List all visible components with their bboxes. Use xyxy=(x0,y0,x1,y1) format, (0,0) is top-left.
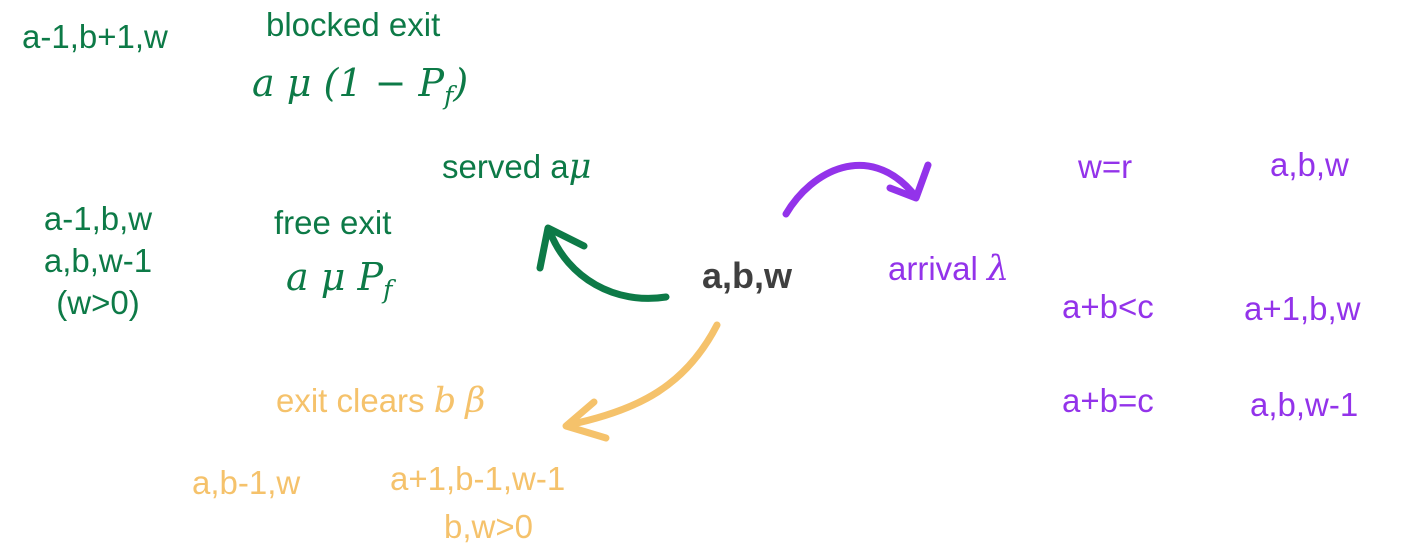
free-exit-label: free exit xyxy=(274,204,392,241)
blocked-exit-rate: a μ (1 − Pf) xyxy=(252,61,469,110)
free-exit-state-2: a,b,w-1 xyxy=(43,241,153,279)
blocked-exit-label: blocked exit xyxy=(266,6,441,43)
free-exit-state-1: a-1,b,w xyxy=(43,200,153,237)
center-state: a,b,w xyxy=(702,255,793,296)
arrival-case-2-result: a+1,b,w xyxy=(1244,290,1361,327)
served-arrowhead xyxy=(536,224,588,272)
free-exit-rate: a μ Pf xyxy=(286,255,393,304)
arrival-case-2-condition: a+b<c xyxy=(1062,288,1154,325)
exit-clears-arrow xyxy=(564,321,721,429)
arrival-label: arrival λ xyxy=(888,249,1010,289)
exit-clears-arrowhead xyxy=(562,398,610,442)
arrival-case-1-condition: w=r xyxy=(1078,148,1133,185)
exit-clears-outcome-2: a+1,b-1,w-1 xyxy=(390,460,566,497)
arrival-case-3-condition: a+b=c xyxy=(1062,382,1154,419)
free-exit-states: a-1,b,w a,b,w-1 (w>0) xyxy=(18,198,178,324)
served-arrow xyxy=(546,228,670,302)
arrival-arrowhead xyxy=(886,161,932,202)
exit-clears-outcome-1: a,b-1,w xyxy=(192,464,301,501)
served-label: served aμ xyxy=(442,147,592,187)
blocked-exit-state: a-1,b+1,w xyxy=(22,18,168,55)
arrival-arrow xyxy=(782,161,916,218)
exit-clears-label: exit clears b β xyxy=(276,381,486,421)
exit-clears-condition: b,w>0 xyxy=(444,508,533,545)
free-exit-condition: (w>0) xyxy=(56,283,140,321)
arrival-case-3-result: a,b,w-1 xyxy=(1250,386,1359,423)
arrival-case-1-result: a,b,w xyxy=(1270,146,1349,183)
